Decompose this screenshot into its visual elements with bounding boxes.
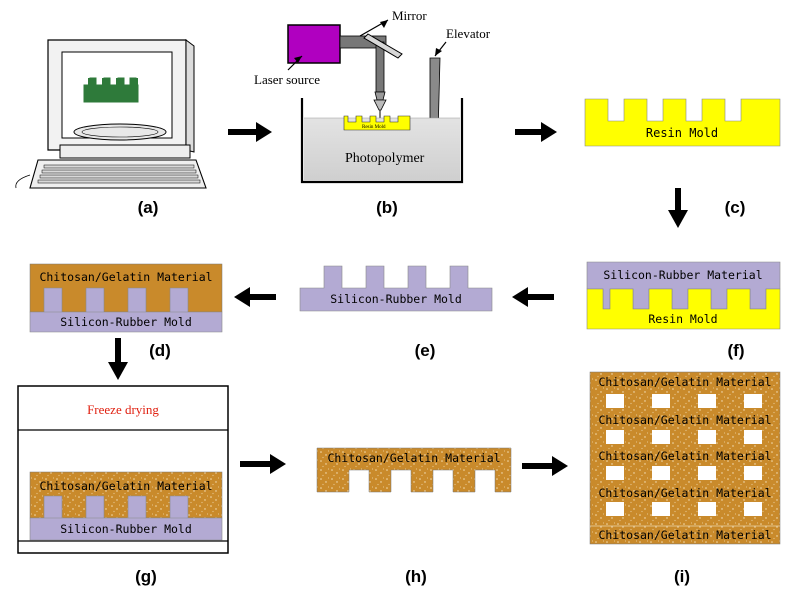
- silicone-mold-base: [29, 287, 223, 333]
- chitosan-label-g: Chitosan/Gelatin Material: [39, 479, 212, 493]
- small-resin-mold: [343, 115, 411, 131]
- resin-mold-label-c: Resin Mold: [646, 126, 718, 140]
- stack-layer-label-1: Chitosan/Gelatin Material: [598, 375, 771, 389]
- arrow-c-to-f: [668, 188, 688, 228]
- scaffold-pores: [606, 394, 762, 516]
- flow-arrows: [108, 122, 688, 476]
- panel-label-g: (g): [135, 567, 157, 586]
- panel-label-a: (a): [138, 198, 159, 217]
- stack-layer-label-2: Chitosan/Gelatin Material: [598, 413, 771, 427]
- silicone-mold-label-e: Silicon-Rubber Mold: [330, 292, 462, 306]
- mirror-shape: [363, 33, 403, 59]
- panel-label-h: (h): [405, 567, 427, 586]
- silicone-mold-label-g: Silicon-Rubber Mold: [60, 522, 192, 536]
- silicone-mold-base-g: [29, 495, 223, 541]
- stack-layer-label-3: Chitosan/Gelatin Material: [598, 449, 771, 463]
- silicone-mold-label-d: Silicon-Rubber Mold: [60, 315, 192, 329]
- arrow-a-to-b: [228, 122, 272, 142]
- photopolymer-tank: [300, 98, 464, 184]
- elevator-label: Elevator: [446, 26, 491, 41]
- silicone-rubber-mold-shape: [299, 265, 493, 312]
- panel-label-b: (b): [376, 198, 398, 217]
- panel-label-e: (e): [415, 341, 436, 360]
- panel-label-f: (f): [728, 341, 745, 360]
- silicone-material-label-f: Silicon-Rubber Material: [603, 268, 762, 282]
- freeze-drying-label: Freeze drying: [87, 402, 159, 417]
- stack-layer-label-5: Chitosan/Gelatin Material: [598, 528, 771, 542]
- resin-mold-base: [586, 288, 781, 330]
- stack-layer-label-4: Chitosan/Gelatin Material: [598, 486, 771, 500]
- arrow-b-to-c: [515, 122, 557, 142]
- chitosan-label-h: Chitosan/Gelatin Material: [327, 451, 500, 465]
- computer-illustration: [15, 39, 207, 189]
- resin-mold-label-f: Resin Mold: [648, 312, 717, 326]
- resin-mold-shape: [584, 98, 781, 147]
- laser-source-label: Laser source: [254, 72, 320, 87]
- panel-label-i: (i): [674, 567, 690, 586]
- arrow-d-to-g: [108, 338, 128, 380]
- photopolymer-label: Photopolymer: [345, 151, 425, 166]
- panel-label-c: (c): [725, 198, 746, 217]
- mirror-label: Mirror: [392, 8, 427, 23]
- laser-source-box: [287, 24, 341, 64]
- arrow-f-to-e: [512, 287, 554, 307]
- arrow-h-to-i: [522, 456, 568, 476]
- arrow-e-to-d: [234, 287, 276, 307]
- porous-scaffold-single: [316, 447, 512, 493]
- keyboard-keys: [37, 164, 201, 184]
- sla-setup-illustration: [287, 19, 464, 184]
- chitosan-label-d: Chitosan/Gelatin Material: [39, 270, 212, 284]
- arrow-g-to-h: [240, 454, 286, 474]
- small-resin-mold-label: Resin Mold: [362, 125, 386, 130]
- panel-label-d: (d): [149, 341, 171, 360]
